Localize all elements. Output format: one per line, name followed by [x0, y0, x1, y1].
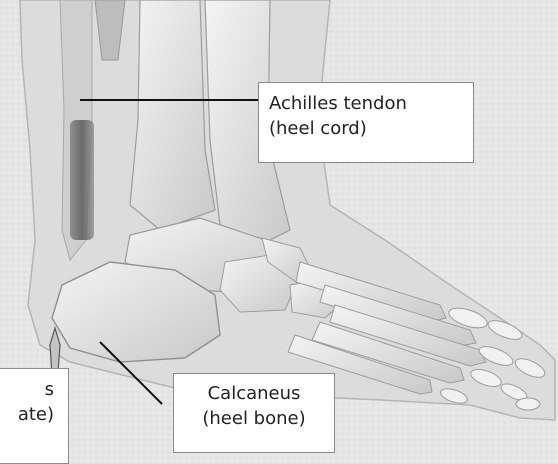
- clipped-label-line1: s: [0, 377, 54, 402]
- calcaneus-label-line2: (heel bone): [174, 406, 334, 431]
- achilles-label: Achilles tendon (heel cord): [258, 82, 474, 163]
- achilles-label-line2: (heel cord): [269, 116, 463, 141]
- clipped-label-line2: ate): [0, 402, 54, 427]
- achilles-label-line1: Achilles tendon: [269, 91, 463, 116]
- calcaneus-label: Calcaneus (heel bone): [173, 373, 335, 453]
- clipped-label: s ate): [0, 368, 69, 464]
- calcaneus-label-line1: Calcaneus: [174, 381, 334, 406]
